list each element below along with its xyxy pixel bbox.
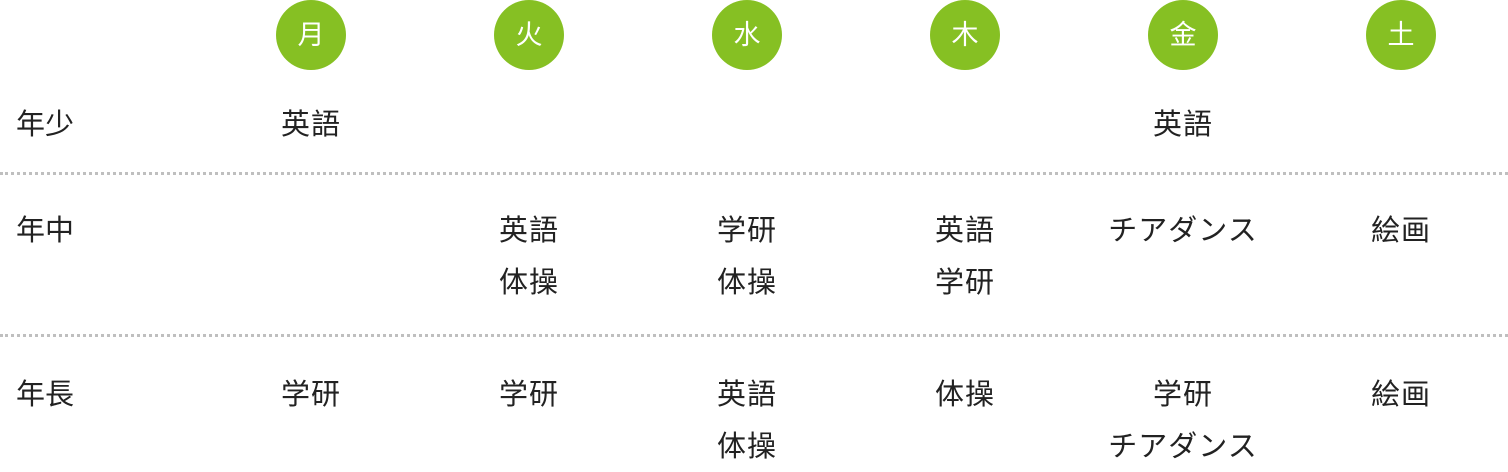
row-label-nencho: 年長 [16, 377, 75, 411]
class-name: 学研 [498, 377, 559, 411]
day-header-mon: 月 [276, 0, 346, 70]
row-label-nenchu: 年中 [16, 213, 75, 247]
cell-nenchu-thu: 英語 学研 [865, 204, 1065, 308]
class-name: 英語 [934, 213, 995, 247]
cell-nenchu-sat: 絵画 [1301, 204, 1501, 256]
class-name: 英語 [1152, 107, 1213, 141]
cell-nenchu-wed: 学研 体操 [647, 204, 847, 308]
day-header-fri: 金 [1148, 0, 1218, 70]
class-name: 英語 [498, 213, 559, 247]
cell-nensho-fri: 英語 [1083, 98, 1283, 150]
cell-nensho-mon: 英語 [211, 98, 411, 150]
class-name: 学研 [934, 265, 995, 299]
class-name: 体操 [498, 265, 559, 299]
day-header-thu: 木 [930, 0, 1000, 70]
cell-nenchu-tue: 英語 体操 [429, 204, 629, 308]
class-name: 学研 [280, 377, 341, 411]
class-name: 体操 [716, 265, 777, 299]
day-header-tue: 火 [494, 0, 564, 70]
class-name: 英語 [280, 107, 341, 141]
class-name: チアダンス [1108, 213, 1258, 247]
class-name: 英語 [716, 377, 777, 411]
cell-nencho-thu: 体操 [865, 368, 1065, 420]
cell-nencho-tue: 学研 [429, 368, 629, 420]
cell-nencho-sat: 絵画 [1301, 368, 1501, 420]
class-name: 学研 [716, 213, 777, 247]
row-label-nensho: 年少 [16, 107, 75, 141]
class-name: 体操 [716, 429, 777, 463]
day-header-sat: 土 [1366, 0, 1436, 70]
class-name: 学研 [1152, 377, 1213, 411]
cell-nencho-mon: 学研 [211, 368, 411, 420]
class-name: 体操 [934, 377, 995, 411]
row-divider [0, 334, 1508, 337]
class-name: チアダンス [1108, 429, 1258, 463]
class-name: 絵画 [1370, 213, 1431, 247]
cell-nencho-fri: 学研 チアダンス [1083, 368, 1283, 472]
cell-nenchu-fri: チアダンス [1083, 204, 1283, 256]
cell-nencho-wed: 英語 体操 [647, 368, 847, 472]
class-name: 絵画 [1370, 377, 1431, 411]
day-header-wed: 水 [712, 0, 782, 70]
row-divider [0, 172, 1508, 175]
